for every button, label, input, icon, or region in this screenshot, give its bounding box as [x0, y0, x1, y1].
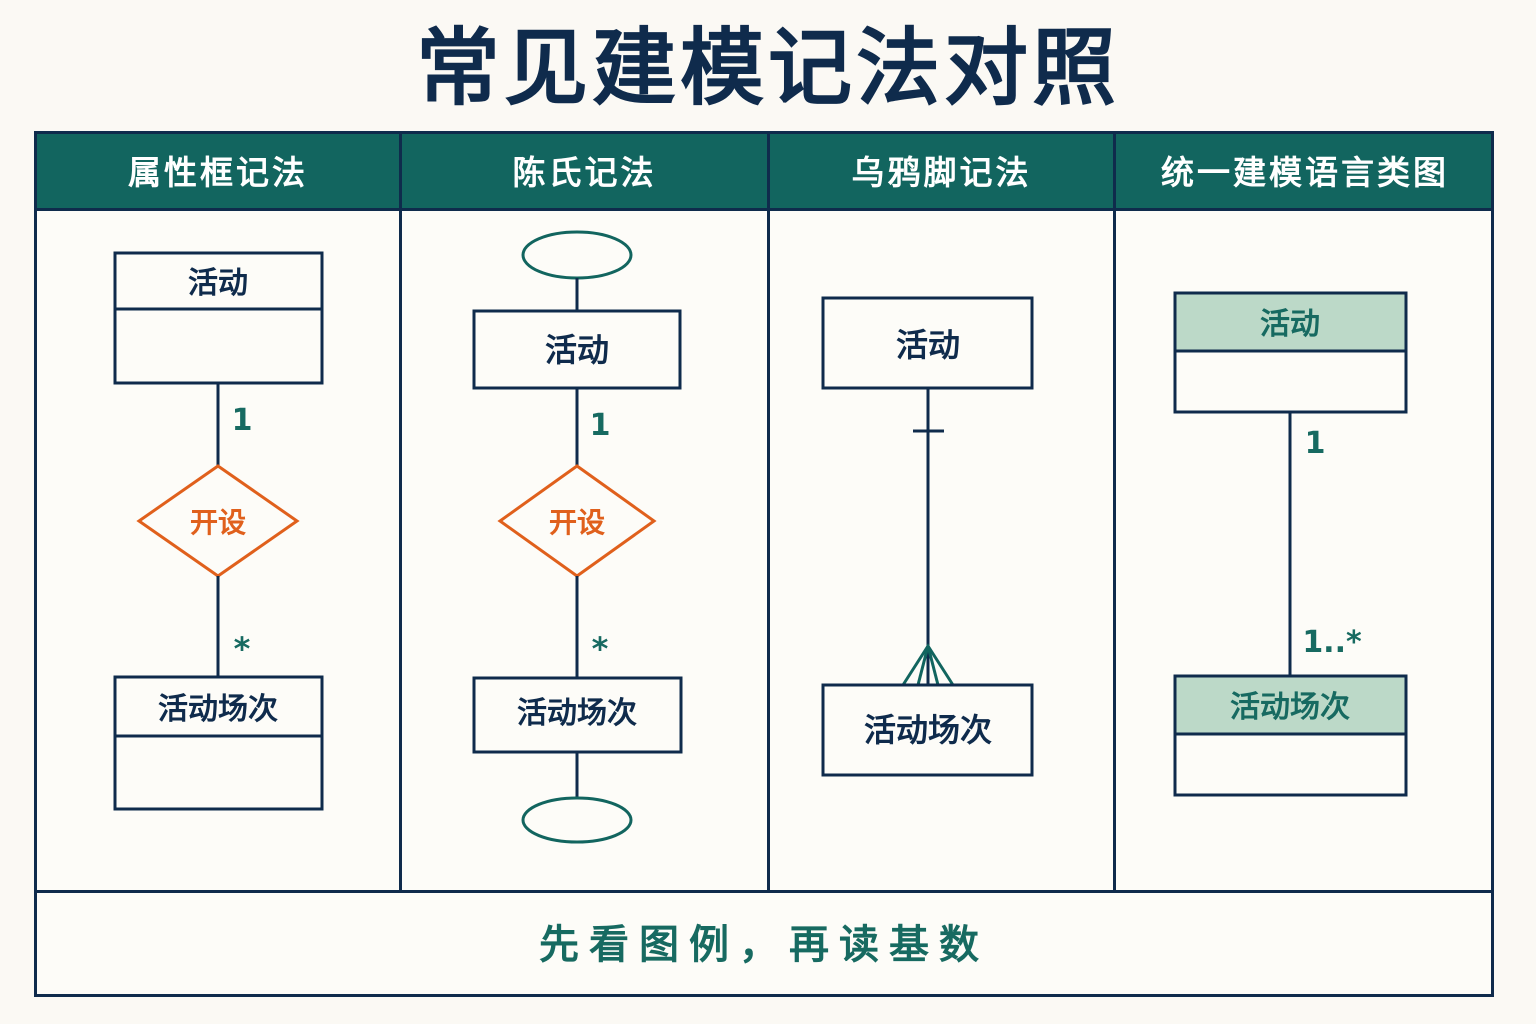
entity-box-activity — [472, 309, 682, 390]
attribute-box-diagram: 活动 1 开设 * 活动场次 — [113, 251, 324, 811]
page-title: 常见建模记法对照 — [415, 19, 1120, 117]
entity-label-activity-session: 活动场次 — [158, 692, 278, 727]
multiplicity-bottom: * — [592, 630, 609, 668]
multiplicity-top: 1 — [1305, 426, 1326, 461]
uml-diagram: 活动 1 1..* 活动场次 — [1173, 291, 1408, 797]
entity-box-activity-session — [113, 675, 324, 811]
column-header-attribute-box: 属性框记法 — [128, 153, 308, 192]
multiplicity-top: 1 — [232, 403, 253, 438]
column-header-uml: 统一建模语言类图 — [1161, 153, 1449, 192]
column-header-chen: 陈氏记法 — [512, 153, 657, 192]
footer-note: 先看图例，再读基数 — [37, 890, 1491, 997]
entity-box-activity-session — [472, 676, 683, 754]
entity-label-activity: 活动 — [896, 326, 960, 364]
class-label-activity: 活动 — [1260, 307, 1320, 342]
chen-diagram: 活动 1 开设 * 活动场次 — [472, 230, 683, 844]
entity-label-activity: 活动 — [188, 266, 248, 301]
column-divider — [1113, 134, 1116, 890]
entity-label-activity: 活动 — [545, 331, 609, 369]
entity-box-activity — [113, 251, 324, 385]
attribute-ellipse-bottom — [521, 796, 633, 844]
relationship-label: 开设 — [190, 506, 246, 539]
header-row: 属性框记法 陈氏记法 乌鸦脚记法 统一建模语言类图 — [37, 134, 1491, 211]
crows-foot-diagram: 活动 活动场次 — [821, 296, 1034, 777]
multiplicity-bottom: * — [234, 630, 251, 668]
entity-label-activity-session: 活动场次 — [864, 711, 992, 749]
class-name-compartment — [1176, 294, 1405, 351]
entity-label-activity-session: 活动场次 — [517, 696, 637, 731]
multiplicity-bottom: 1..* — [1302, 625, 1362, 660]
class-label-activity-session: 活动场次 — [1230, 690, 1350, 725]
column-header-crows-foot: 乌鸦脚记法 — [851, 153, 1032, 192]
column-divider — [767, 134, 770, 890]
crows-foot-marker — [926, 645, 940, 686]
column-divider — [399, 134, 402, 890]
class-name-compartment — [1176, 677, 1405, 734]
crows-foot-marker — [916, 645, 930, 686]
entity-box-activity — [821, 296, 1034, 390]
attribute-ellipse-top — [521, 230, 633, 280]
multiplicity-top: 1 — [590, 408, 611, 443]
relationship-label: 开设 — [549, 506, 605, 539]
entity-box-activity-session — [821, 683, 1034, 777]
